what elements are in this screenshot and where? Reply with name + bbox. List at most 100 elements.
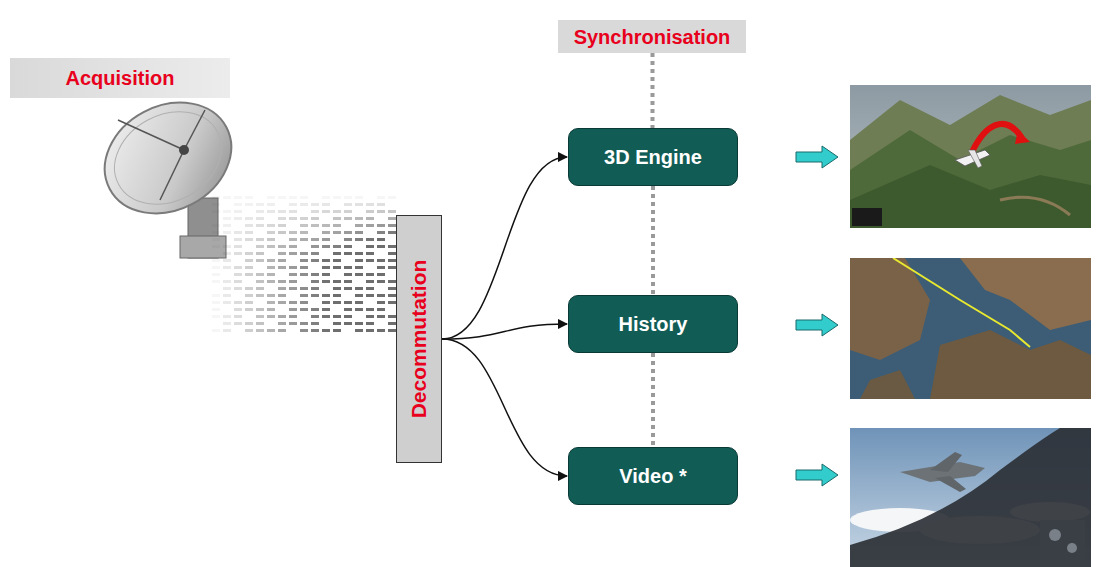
data-bit (311, 273, 319, 276)
data-bit (355, 238, 363, 241)
data-bit (212, 266, 220, 269)
data-bit (256, 210, 264, 213)
data-bit (212, 301, 220, 304)
data-bit (377, 308, 385, 311)
data-bit (311, 224, 319, 227)
data-bit (278, 245, 286, 248)
data-bit (300, 252, 308, 255)
data-bit (311, 287, 319, 290)
data-bit (300, 217, 308, 220)
data-bit (355, 196, 363, 199)
data-bit (355, 217, 363, 220)
data-bit (344, 238, 352, 241)
data-bit (212, 273, 220, 276)
data-bit (256, 280, 264, 283)
data-bit (289, 238, 297, 241)
data-bit (377, 280, 385, 283)
data-bit (223, 266, 231, 269)
data-bit (245, 266, 253, 269)
data-bit (212, 238, 220, 241)
data-bit (289, 273, 297, 276)
data-bit (289, 203, 297, 206)
data-bit (256, 308, 264, 311)
data-bit (333, 224, 341, 227)
data-bit (322, 210, 330, 213)
data-bit (377, 238, 385, 241)
data-bit (223, 322, 231, 325)
data-bit (223, 287, 231, 290)
data-bit (278, 210, 286, 213)
data-bit (388, 217, 396, 220)
data-bit (289, 252, 297, 255)
data-bit (234, 287, 242, 290)
data-bit (223, 196, 231, 199)
data-bit (300, 259, 308, 262)
data-bit (366, 294, 374, 297)
data-bit (377, 245, 385, 248)
data-stream (212, 196, 396, 332)
data-bit (366, 252, 374, 255)
data-bit (300, 308, 308, 311)
data-bit (388, 259, 396, 262)
data-bit (366, 203, 374, 206)
data-bit (278, 287, 286, 290)
data-bit (333, 245, 341, 248)
data-bit (377, 329, 385, 332)
node-label: History (619, 313, 688, 335)
data-bit (267, 301, 275, 304)
data-bit (366, 259, 374, 262)
data-bit (278, 322, 286, 325)
cockpit-video (850, 428, 1091, 567)
data-bit (344, 245, 352, 248)
terrain-3d-view (850, 85, 1091, 228)
data-bit (388, 301, 396, 304)
data-bit (344, 273, 352, 276)
data-bit (322, 280, 330, 283)
data-bit (322, 259, 330, 262)
data-bit (245, 238, 253, 241)
data-bit (267, 266, 275, 269)
data-bit (344, 252, 352, 255)
data-bit (355, 329, 363, 332)
data-bit (234, 231, 242, 234)
data-bit (223, 294, 231, 297)
data-bit (311, 245, 319, 248)
data-bit (212, 210, 220, 213)
data-bit (245, 273, 253, 276)
data-bit (333, 266, 341, 269)
data-bit (256, 245, 264, 248)
node-label: 3D Engine (604, 146, 702, 168)
data-bit (245, 294, 253, 297)
node-label: Decommutation (407, 260, 430, 419)
data-bit (245, 217, 253, 220)
sync-line (651, 186, 655, 295)
data-bit (234, 252, 242, 255)
data-bit (355, 252, 363, 255)
data-bit (245, 224, 253, 227)
data-bit (366, 329, 374, 332)
node-label: Video * (619, 465, 686, 487)
data-bit (234, 315, 242, 318)
data-bit (344, 266, 352, 269)
data-bit (388, 329, 396, 332)
data-bit (256, 273, 264, 276)
data-bit (212, 280, 220, 283)
node-label: Synchronisation (574, 26, 731, 48)
data-bit (300, 266, 308, 269)
data-bit (300, 301, 308, 304)
data-bit (289, 210, 297, 213)
data-bit (300, 231, 308, 234)
data-bit (223, 301, 231, 304)
data-bit (344, 322, 352, 325)
output-arrow (796, 146, 838, 486)
satellite-dish (85, 81, 250, 258)
data-bit (311, 294, 319, 297)
data-bit (366, 315, 374, 318)
node-label: Acquisition (66, 67, 175, 89)
data-bit (300, 224, 308, 227)
data-flow-arrow (442, 339, 567, 476)
data-bit (223, 245, 231, 248)
data-bit (355, 259, 363, 262)
data-bit (388, 252, 396, 255)
data-bit (311, 329, 319, 332)
